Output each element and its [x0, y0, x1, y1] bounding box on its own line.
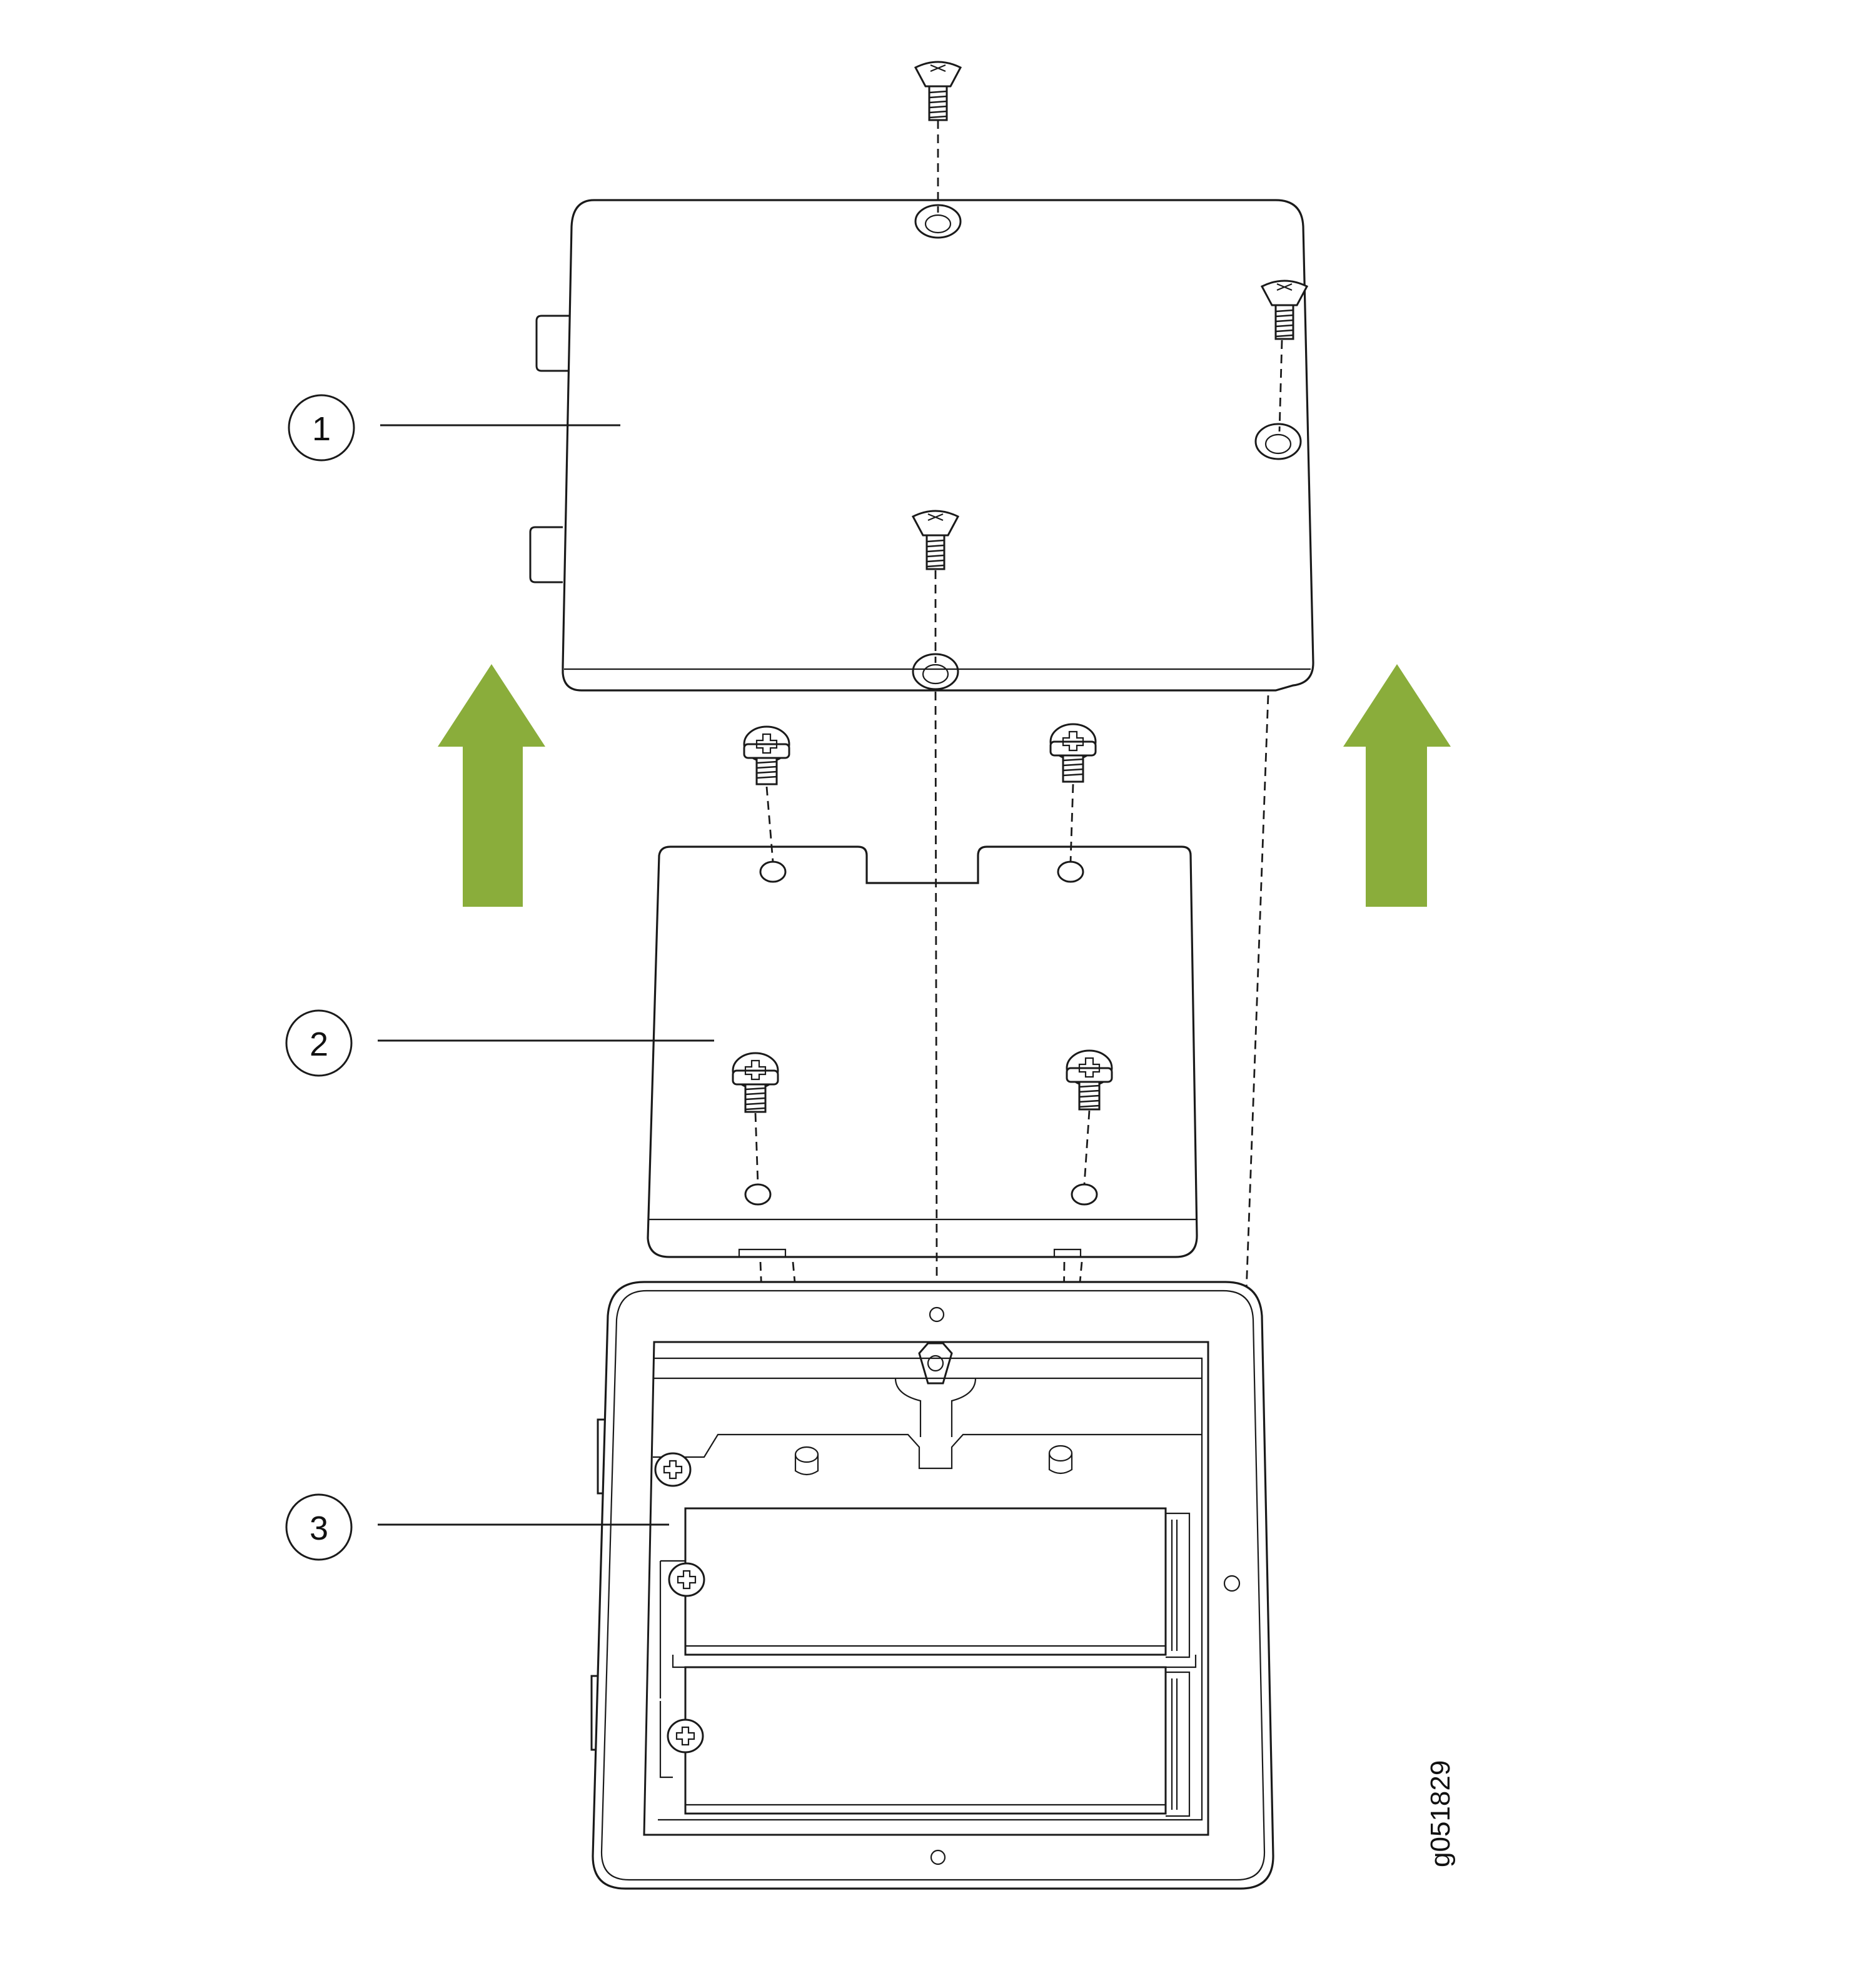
screw-icon — [1260, 280, 1309, 340]
figure-id: g051829 — [1425, 1760, 1456, 1867]
module-cover — [647, 845, 1198, 1258]
chassis-base — [590, 1281, 1274, 1890]
phillips-screw-icon — [1066, 1049, 1113, 1111]
callout-1: 1 — [288, 394, 620, 462]
phillips-screw-icon — [668, 1562, 705, 1597]
phillips-screw-icon — [1049, 723, 1097, 783]
phillips-screw-icon — [732, 1052, 779, 1113]
callout-3: 3 — [285, 1493, 669, 1561]
up-arrow-icon — [1343, 664, 1451, 907]
callout-number: 1 — [312, 410, 331, 448]
screw-icon — [914, 61, 962, 121]
callout-number: 2 — [310, 1026, 328, 1063]
phillips-screw-icon — [654, 1452, 692, 1487]
screw-icon — [911, 510, 960, 570]
phillips-screw-icon — [667, 1718, 704, 1754]
up-arrow-icon — [438, 664, 545, 907]
callout-number: 3 — [310, 1510, 328, 1547]
ssd-module — [659, 1507, 1191, 1698]
callout-2: 2 — [285, 1009, 714, 1077]
cover-hole-bottom — [912, 653, 959, 690]
cover-hole-right — [1254, 423, 1302, 460]
phillips-screw-icon — [743, 725, 790, 785]
ssd-module — [659, 1666, 1191, 1817]
cover-hole-top — [914, 204, 962, 239]
cover-plate — [529, 199, 1314, 692]
